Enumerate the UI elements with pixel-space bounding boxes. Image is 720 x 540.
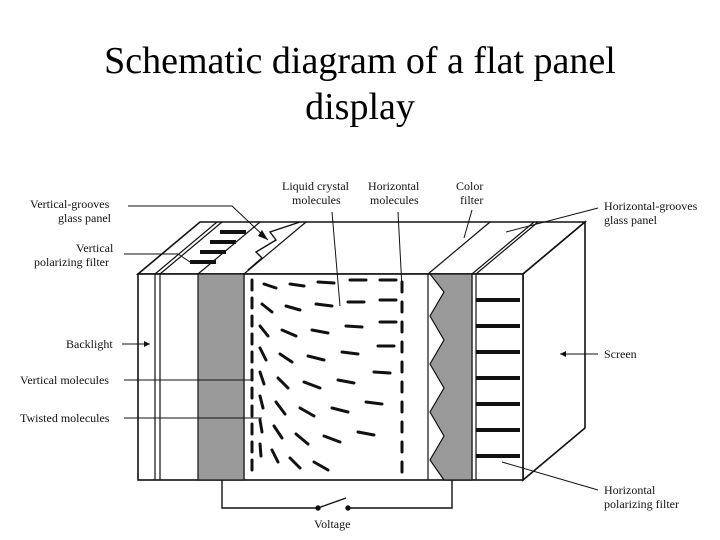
title-line-2: display	[305, 86, 415, 128]
label-vertical-filter: Vertical	[76, 241, 114, 255]
label-twisted-molecules: Twisted molecules	[20, 411, 110, 425]
label-liquid-crystal: Liquid crystal	[282, 179, 350, 193]
label-vertical-grooves: Vertical-grooves	[30, 197, 110, 211]
voltage-circuit	[221, 480, 453, 511]
label-horizontal-molecules: Horizontal	[368, 179, 420, 193]
label-backlight: Backlight	[66, 337, 113, 351]
vertical-polarizing-filter	[197, 273, 245, 481]
top-groove-marks	[190, 230, 246, 264]
label-horizontal-grooves: Horizontal-grooves	[604, 199, 698, 213]
label-vertical-molecules: Vertical molecules	[20, 373, 109, 387]
leader-lines	[122, 205, 599, 491]
liquid-crystal-molecules	[250, 278, 404, 474]
arrowheads	[144, 230, 566, 357]
horizontal-filter-bars	[476, 298, 520, 458]
label-color-filter: Color	[456, 179, 483, 193]
label-liquid-crystal-2: molecules	[292, 193, 341, 207]
label-screen: Screen	[604, 347, 637, 361]
top-zigzag	[247, 221, 301, 271]
color-filter	[428, 273, 473, 481]
label-horizontal-molecules-2: molecules	[370, 193, 419, 207]
label-voltage: Voltage	[314, 517, 350, 531]
title-line-1: Schematic diagram of a flat panel	[104, 40, 616, 82]
label-horizontal-grooves-2: glass panel	[604, 213, 658, 227]
label-horizontal-filter: Horizontal	[604, 483, 656, 497]
page-title: Schematic diagram of a flat panel displa…	[0, 38, 720, 130]
label-horizontal-filter-2: polarizing filter	[604, 497, 679, 511]
panel-top-face	[135, 221, 588, 275]
label-vertical-filter-2: polarizing filter	[34, 255, 109, 269]
label-vertical-grooves-2: glass panel	[58, 211, 112, 225]
label-color-filter-2: filter	[460, 193, 483, 207]
